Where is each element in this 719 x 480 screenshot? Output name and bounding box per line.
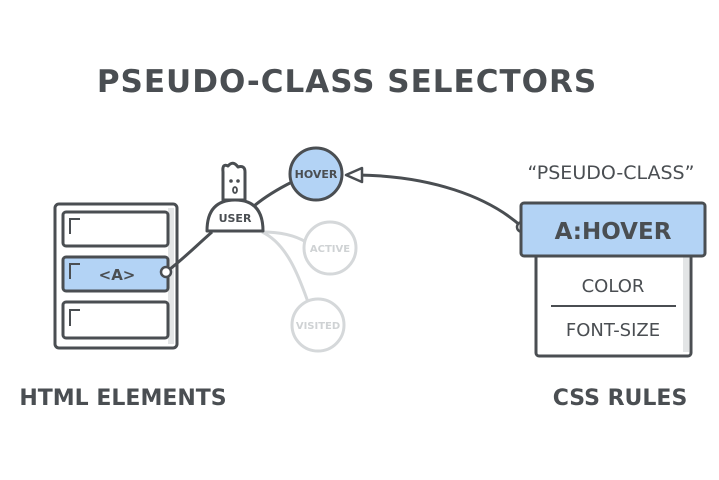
active-state-node: ACTIVE	[302, 220, 358, 276]
css-rules-label: CSS RULES	[553, 386, 688, 411]
hover-state-label: HOVER	[295, 168, 338, 181]
user-label: USER	[219, 212, 252, 225]
active-connector	[261, 230, 307, 244]
user-figure: USER	[205, 161, 265, 233]
user-eye-icon	[229, 179, 233, 183]
diagram-title: PSEUDO-CLASS SELECTORS	[97, 64, 597, 100]
user-body	[205, 198, 265, 233]
css-selector-label: A:HOVER	[555, 219, 672, 245]
css-rule-card: A:HOVER COLOR FONT-SIZE	[519, 201, 707, 358]
rule-to-hover-arrow	[357, 173, 524, 229]
arrowhead-icon	[344, 166, 364, 184]
active-state-label: ACTIVE	[310, 244, 350, 255]
css-property-font-size: FONT-SIZE	[566, 320, 660, 341]
anchor-connector-dot	[159, 265, 173, 279]
visited-connector	[261, 230, 310, 303]
pseudo-class-annotation: “PSEUDO-CLASS”	[528, 162, 695, 184]
visited-state-label: VISITED	[296, 321, 340, 332]
anchor-tag-label: <A>	[99, 266, 136, 284]
css-property-color: COLOR	[582, 276, 645, 297]
html-elements-label: HTML ELEMENTS	[19, 386, 226, 411]
html-element-block	[61, 300, 170, 340]
html-element-block	[61, 210, 170, 248]
user-eye-icon	[236, 179, 240, 183]
hover-state-node: HOVER	[288, 146, 344, 202]
anchor-element[interactable]: <A>	[61, 255, 170, 293]
user-head	[221, 161, 247, 202]
user-to-hover-connector	[253, 180, 293, 208]
css-selector-header	[519, 201, 707, 258]
user-mouth	[232, 186, 238, 194]
visited-state-node: VISITED	[290, 297, 346, 353]
html-elements-panel: <A>	[53, 202, 179, 350]
